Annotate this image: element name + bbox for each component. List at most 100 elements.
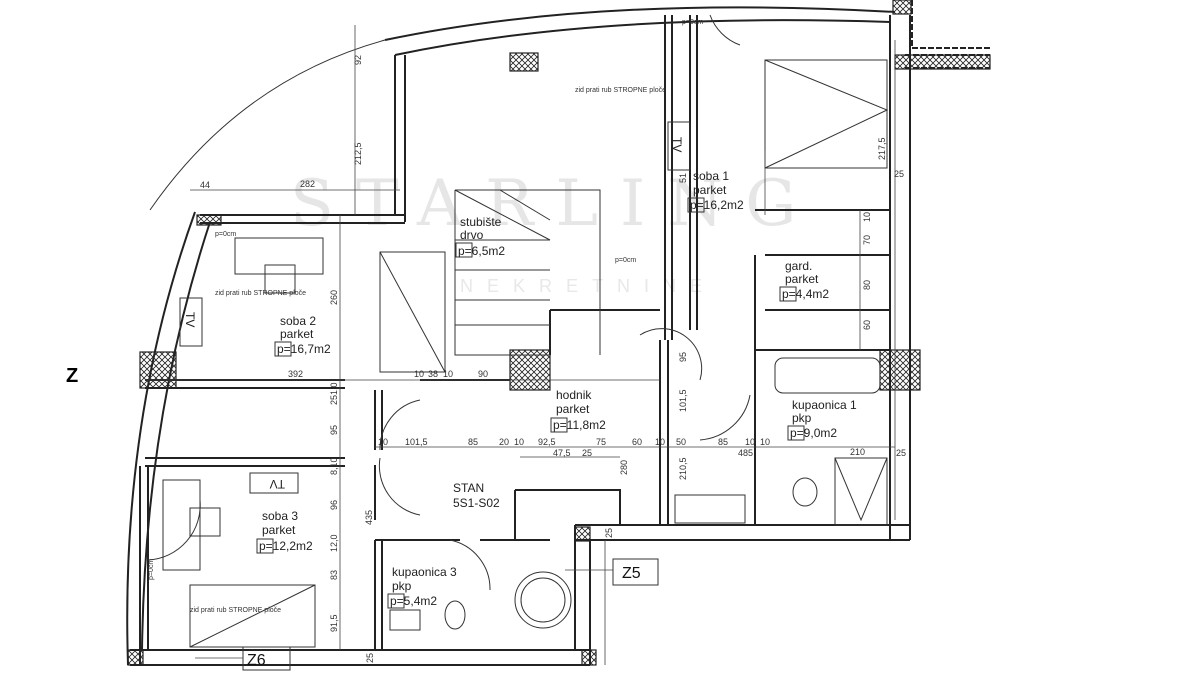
furniture xyxy=(147,14,889,648)
label-dimensions-row2-14: 25 xyxy=(896,448,906,458)
label-dimensions-right-8: 101,5 xyxy=(678,389,688,412)
label-dimensions-left_vertical-6: 83 xyxy=(329,570,339,580)
label-dimensions-right-9: 210,5 xyxy=(678,457,688,480)
label-dimensions-left_vertical-0: 260 xyxy=(329,290,339,305)
label-rooms-0-area: p=16,7m2 xyxy=(277,342,331,356)
label-dimensions-row2-4: 10 xyxy=(514,437,524,447)
label-dimensions-top-0: 92 xyxy=(353,55,363,65)
label-dimensions-row2-12: 10 xyxy=(760,437,770,447)
label-dimensions-left_vertical-4: 96 xyxy=(329,500,339,510)
walls xyxy=(126,0,990,666)
room-soba-1: soba 1 parket p=16,2m2 xyxy=(687,169,744,213)
label-dimensions-row2-1: 101,5 xyxy=(405,437,428,447)
zone-z6: Z6 xyxy=(195,646,291,671)
room-hodnik: hodnik parket p=11,8m2 xyxy=(550,388,606,433)
label-rooms-0-name: soba 2 xyxy=(280,314,316,328)
label-notes-level: p=0cm xyxy=(682,19,703,26)
label-dimensions-row2-3: 20 xyxy=(499,437,509,447)
label-rooms-6-name: soba 3 xyxy=(262,509,298,523)
notes: zid prati rub STROPNE ploče zid prati ru… xyxy=(148,19,703,614)
label-dimensions-right-1: 25 xyxy=(894,169,904,179)
label-rooms-3-name: gard. xyxy=(785,259,812,273)
label-dimensions-left_vertical-5: 12,0 xyxy=(329,534,339,552)
label-dimensions-row1-0: 392 xyxy=(288,369,303,379)
label-notes-ceiling_edge: zid prati rub STROPNE ploče xyxy=(215,290,306,297)
room-kupaonica-1: kupaonica 1 pkp p=9,0m2 xyxy=(787,398,857,441)
label-rooms-1-floor: parket xyxy=(693,183,727,197)
room-soba-2: soba 2 parket p=16,7m2 xyxy=(274,314,331,357)
label-rooms-3-floor: parket xyxy=(785,272,819,286)
room-stubiste: stubište drvo p=6,5m2 xyxy=(455,215,505,258)
label-notes-level: p=0cm xyxy=(215,231,236,238)
label-zones-0: Z5 xyxy=(622,565,641,582)
label-dimensions-right-11: 25 xyxy=(604,528,614,538)
label-dimensions-right-4: 80 xyxy=(862,280,872,290)
label-dimensions-row2-11: 10 xyxy=(745,437,755,447)
label-rooms-7-name: kupaonica 3 xyxy=(392,565,457,579)
label-dimensions-left_vertical-3: 8,10 xyxy=(329,457,339,475)
label-rooms-2-area: p=6,5m2 xyxy=(458,244,505,258)
unit-label: STAN 5S1-S02 xyxy=(453,481,500,510)
label-dimensions-row2-2: 85 xyxy=(468,437,478,447)
label-dimensions-row2-7: 60 xyxy=(632,437,642,447)
label-zones-1: Z6 xyxy=(247,652,266,669)
label-rooms-5-floor: pkp xyxy=(792,411,812,425)
dimension-lines xyxy=(145,25,896,665)
label-dimensions-right-7: 95 xyxy=(678,352,688,362)
label-rooms-2-name: stubište xyxy=(460,215,502,229)
label-dimensions-top-3: 44 xyxy=(200,180,210,190)
label-dimensions-row2-0: 10 xyxy=(378,437,388,447)
label-rooms-1-name: soba 1 xyxy=(693,169,729,183)
label-dimensions-row2b-1: 25 xyxy=(582,448,592,458)
label-dimensions-row2-9: 50 xyxy=(676,437,686,447)
room-kupaonica-3: kupaonica 3 pkp p=5,4m2 xyxy=(387,565,457,609)
label-dimensions-row2b-2: 485 xyxy=(738,448,753,458)
side-label: Z xyxy=(66,365,78,387)
label-rooms-4-area: p=11,8m2 xyxy=(553,418,606,432)
label-dimensions-row2-5: 92,5 xyxy=(538,437,556,447)
dimensions: 44 282 92 212,5 260 251,0 95 8,10 96 12,… xyxy=(200,55,906,663)
label-notes-level: p=0cm xyxy=(148,559,155,580)
label-rooms-4-floor: parket xyxy=(556,402,590,416)
label-dimensions-row2-8: 10 xyxy=(655,437,665,447)
label-dimensions-right-6: 51 xyxy=(678,173,688,183)
label-dimensions-right-10: 280 xyxy=(619,460,629,475)
columns xyxy=(127,0,991,666)
tv-label: TV xyxy=(270,477,285,491)
label-rooms-2-floor: drvo xyxy=(460,228,484,242)
watermark-sub: NEKRETNINE xyxy=(460,276,716,296)
label-dimensions-right-0: 217,5 xyxy=(877,137,887,160)
label-dimensions-row2-10: 85 xyxy=(718,437,728,447)
label-rooms-6-floor: parket xyxy=(262,523,296,537)
label-dimensions-top-1: 212,5 xyxy=(353,142,363,165)
tv-label: TV xyxy=(670,137,684,152)
label-rooms-4-name: hodnik xyxy=(556,388,592,402)
room-soba-3: soba 3 parket p=12,2m2 xyxy=(256,509,313,554)
label-dimensions-row2-13: 210 xyxy=(850,447,865,457)
label-rooms-7-floor: pkp xyxy=(392,579,412,593)
zone-z5: Z5 xyxy=(565,558,659,586)
watermark-brand: STARLING xyxy=(290,167,818,241)
label-dimensions-row2b-0: 47,5 xyxy=(553,448,571,458)
label-dimensions-left_vertical-1: 251,0 xyxy=(329,382,339,405)
label-rooms-5-name: kupaonica 1 xyxy=(792,398,857,412)
label-dimensions-right-2: 10 xyxy=(862,212,872,222)
label-dimensions-row2-6: 75 xyxy=(596,437,606,447)
label-rooms-7-area: p=5,4m2 xyxy=(390,594,437,608)
label-unit-name: STAN xyxy=(453,481,484,495)
label-dimensions-left_vertical-7: 91,5 xyxy=(329,614,339,632)
label-dimensions-row1-3: 10 xyxy=(443,369,453,379)
tv-label: TV xyxy=(183,312,197,327)
label-rooms-0-floor: parket xyxy=(280,327,314,341)
label-dimensions-row1-2: 38 xyxy=(428,369,438,379)
label-notes-level: p=0cm xyxy=(615,257,636,264)
label-dimensions-row1-1: 10 xyxy=(414,369,424,379)
label-rooms-5-area: p=9,0m2 xyxy=(790,426,837,440)
label-dimensions-row1-4: 90 xyxy=(478,369,488,379)
label-dimensions-left_vertical-9: 435 xyxy=(364,510,374,525)
label-dimensions-top-2: 282 xyxy=(300,179,315,189)
label-rooms-6-area: p=12,2m2 xyxy=(259,539,313,553)
label-dimensions-right-5: 60 xyxy=(862,320,872,330)
label-rooms-3-area: p=4,4m2 xyxy=(782,287,829,301)
